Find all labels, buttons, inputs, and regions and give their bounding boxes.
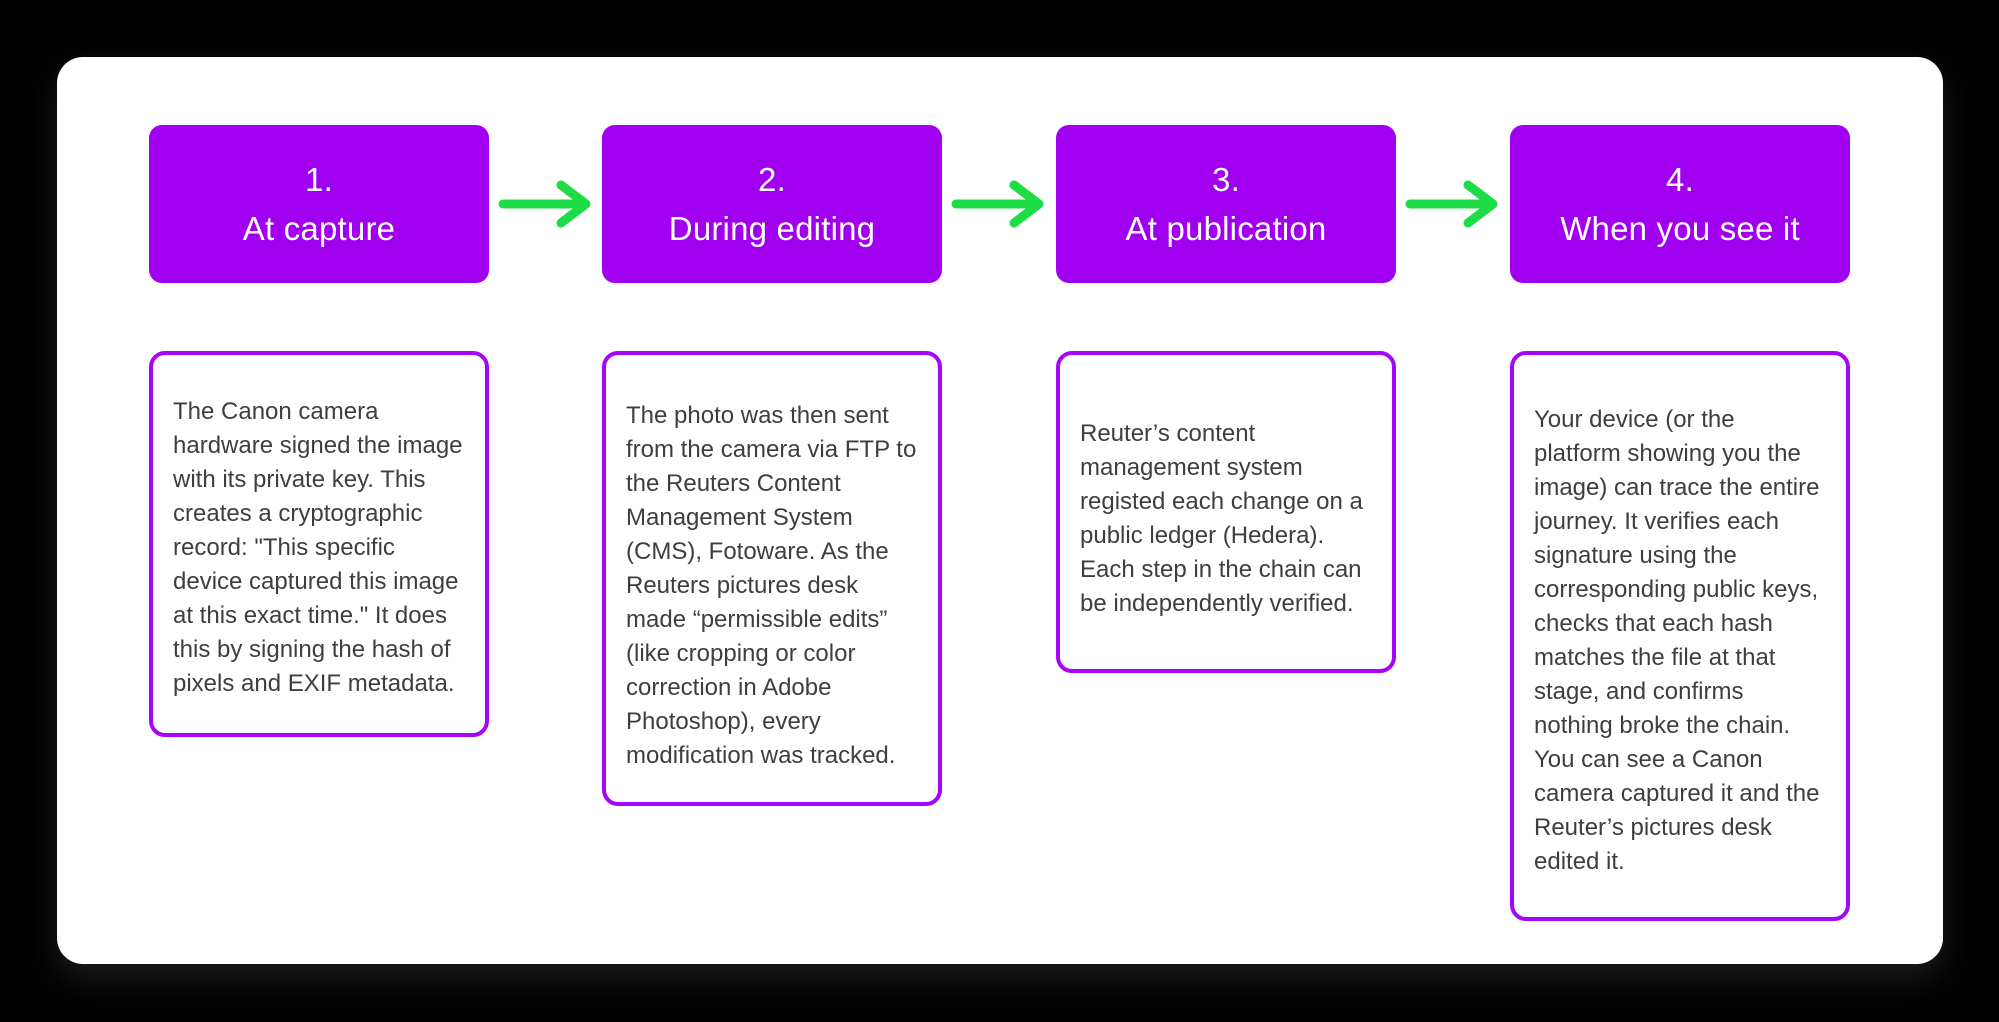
step-note-2: The photo was then sent from the camera … — [602, 351, 942, 806]
step-note-text-2: The photo was then sent from the camera … — [626, 402, 917, 769]
step-note-1: The Canon camera hardware signed the ima… — [149, 351, 489, 737]
step-column-1: 1. At capture The Canon camera hardware … — [149, 57, 489, 964]
step-note-text-4: Your device (or the platform showing you… — [1534, 406, 1820, 875]
step-label: At capture — [242, 210, 396, 247]
step-column-4: 4. When you see it Your device (or the p… — [1510, 57, 1850, 964]
step-number: 1. — [305, 161, 333, 198]
step-number: 3. — [1212, 161, 1240, 198]
step-note-3: Reuter’s content management system regis… — [1056, 351, 1396, 673]
step-header-4: 4. When you see it — [1510, 125, 1850, 283]
step-label: During editing — [668, 210, 876, 247]
step-column-2: 2. During editing The photo was then sen… — [602, 57, 942, 964]
step-note-text-1: The Canon camera hardware signed the ima… — [173, 398, 463, 697]
step-column-3: 3. At publication Reuter’s content manag… — [1056, 57, 1396, 964]
step-label: When you see it — [1560, 210, 1800, 247]
step-number: 4. — [1666, 161, 1694, 198]
step-header-3: 3. At publication — [1056, 125, 1396, 283]
arrow-right-icon — [1404, 176, 1501, 232]
step-note-text-3: Reuter’s content management system regis… — [1080, 420, 1363, 617]
step-number: 2. — [758, 161, 786, 198]
step-header-2: 2. During editing — [602, 125, 942, 283]
step-header-1: 1. At capture — [149, 125, 489, 283]
step-note-4: Your device (or the platform showing you… — [1510, 351, 1850, 921]
arrow-right-icon — [497, 176, 594, 232]
step-label: At publication — [1125, 210, 1327, 247]
diagram-card: 1. At capture The Canon camera hardware … — [57, 57, 1943, 964]
arrow-right-icon — [950, 176, 1047, 232]
